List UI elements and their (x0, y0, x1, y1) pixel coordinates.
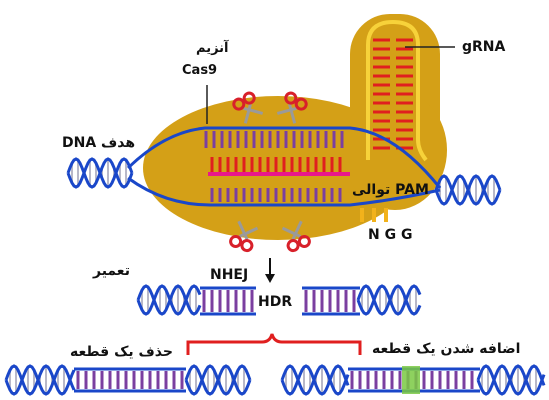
dna-helix-right (434, 174, 502, 206)
scissors-icon (229, 220, 259, 253)
target-dna-label: DNA هدف (62, 135, 136, 151)
ngg-label: N G G (368, 227, 413, 243)
deletion-outcome-dna (4, 364, 252, 396)
grna-hairpin (366, 19, 455, 162)
cas9-label: Cas9 (182, 63, 218, 78)
dna-backbone (476, 364, 546, 396)
scissors-icon (281, 220, 311, 253)
deletion-label: حذف یک قطعه (70, 344, 173, 360)
dna-backbone (136, 284, 202, 316)
scissors-icon (232, 91, 264, 124)
grna-label: gRNA (462, 39, 506, 55)
arrow-down-icon (265, 258, 275, 283)
dna-bottom-strand (127, 176, 441, 207)
broken-left-ladder (200, 286, 256, 316)
dna-helix (476, 364, 546, 396)
dna-helix (136, 284, 202, 316)
broken-dna (136, 284, 422, 316)
inserted-fragment (402, 366, 420, 394)
dna-backbone (434, 174, 502, 206)
grna-strand (366, 19, 428, 162)
dna-backbone (4, 364, 76, 396)
dna-backbone (476, 364, 546, 396)
dna-backbone (356, 284, 422, 316)
deletion-ladder (74, 367, 186, 393)
insertion-outcome-dna (280, 364, 546, 396)
pam-label: توالی PAM (352, 182, 429, 198)
dna-bottom-rungs (210, 188, 342, 202)
dna-helix (66, 157, 134, 189)
dna-backbone (280, 364, 350, 396)
dna-helix (434, 174, 502, 206)
scissors-group (229, 91, 311, 253)
guide-rungs (210, 157, 342, 172)
dna-top-strand (126, 126, 442, 189)
dna-backbone (66, 157, 134, 189)
insertion-label: اضافه شدن یک قطعه (372, 341, 521, 357)
enzyme-label: آنزیم (196, 41, 229, 56)
dna-backbone (356, 284, 422, 316)
dna-helix (280, 364, 350, 396)
pam-bars (360, 208, 388, 222)
outcome-bracket (186, 333, 362, 355)
dna-helix (4, 364, 76, 396)
target-dna (66, 85, 502, 222)
dna-backbone (280, 364, 350, 396)
dna-backbone (4, 364, 76, 396)
repair-label: تعمیر (93, 263, 130, 279)
dna-helix (356, 284, 422, 316)
dna-helix (184, 364, 252, 396)
dna-helix-left (66, 157, 134, 189)
dna-top-rungs (204, 131, 344, 148)
hdr-label: HDR (258, 294, 293, 310)
nhej-label: NHEJ (210, 267, 249, 283)
broken-right-ladder (302, 286, 360, 316)
scissors-icon (276, 91, 308, 124)
dna-backbone (136, 284, 202, 316)
dna-backbone (184, 364, 252, 396)
